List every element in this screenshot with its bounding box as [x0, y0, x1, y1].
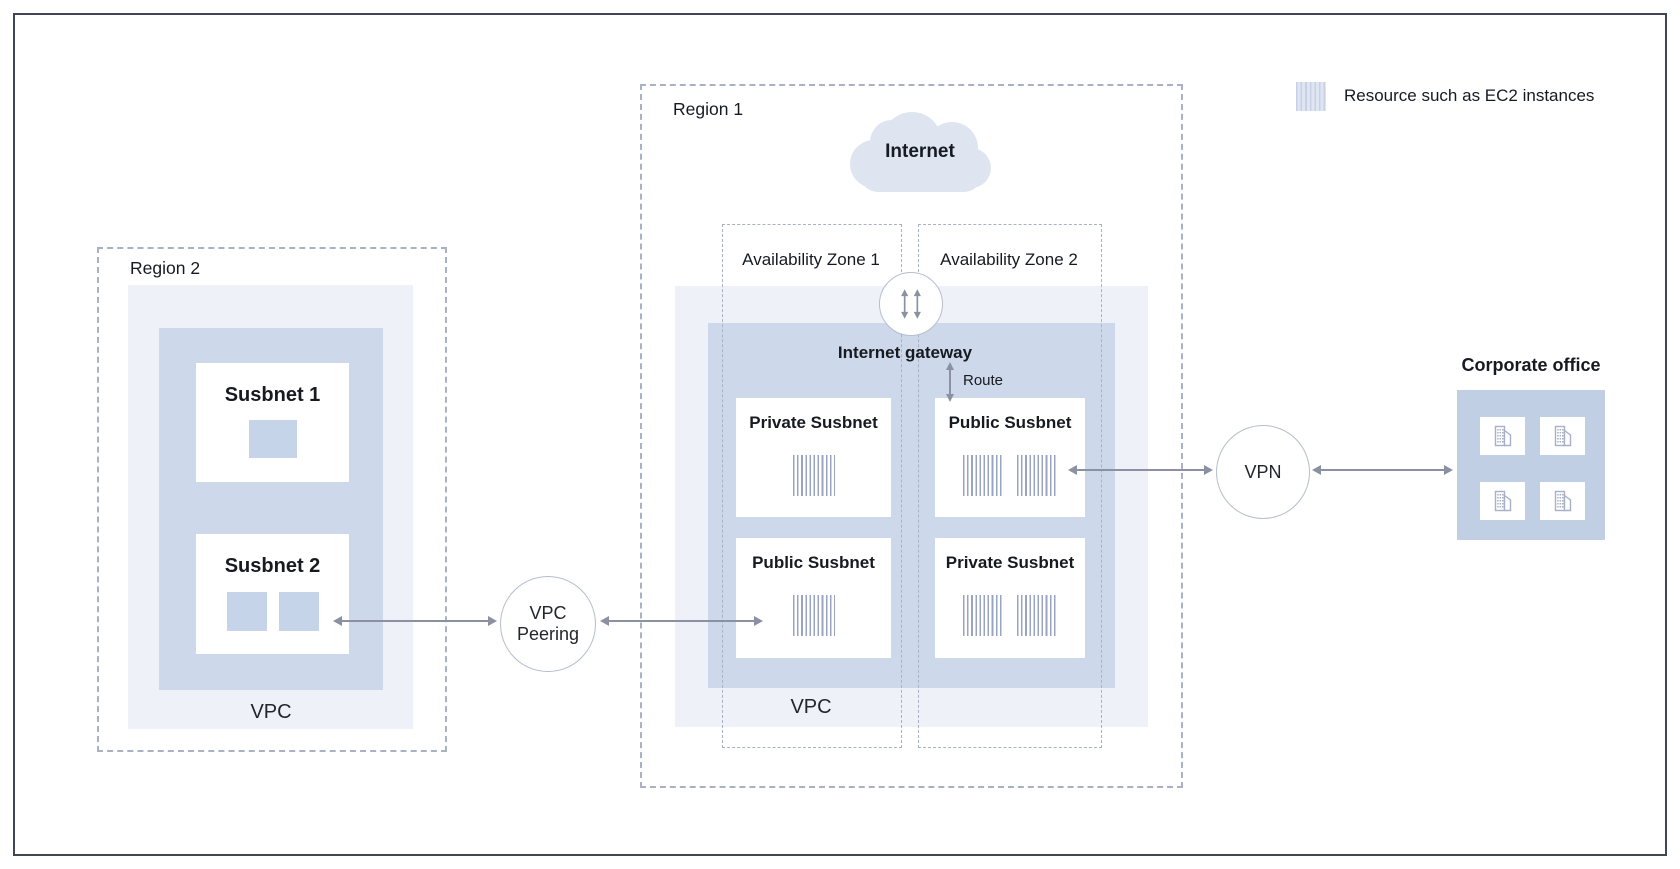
subnet-2-resources [226, 592, 319, 631]
subnet-public-az2-resources [963, 455, 1057, 496]
availability-zone-1-label: Availability Zone 1 [742, 250, 880, 269]
subnet-1-resources [248, 420, 297, 458]
vpn-node: VPN [1216, 425, 1310, 519]
resource-icon [248, 420, 297, 458]
subnet-public-az1-title: Public Susbnet [752, 553, 875, 572]
region-1-boundary [640, 84, 1183, 788]
internet-cloud-icon [840, 106, 1000, 200]
subnet-private-az1-resources [792, 455, 835, 496]
subnet-private-az1-title: Private Susbnet [749, 413, 878, 432]
subnet-public-az2-title: Public Susbnet [948, 413, 1072, 432]
resource-icon [792, 455, 835, 496]
resource-icon [963, 595, 1003, 636]
office-tile [1540, 417, 1585, 455]
resource-icon [1017, 455, 1057, 496]
resource-swatch-icon [1296, 82, 1326, 111]
subnet-public-az1: Public Susbnet [736, 538, 891, 658]
internet-gateway-label: Internet gateway [837, 343, 973, 362]
corporate-office-box [1457, 390, 1605, 540]
office-tile [1480, 417, 1525, 455]
subnet-private-az2-resources [963, 595, 1057, 636]
subnet-public-az2: Public Susbnet [935, 398, 1085, 517]
arrow-public-subnet-to-vpn [1068, 464, 1213, 476]
subnet-2-title: Susbnet 2 [224, 555, 321, 577]
availability-zone-1-boundary [722, 224, 902, 748]
region-2-label: Region 2 [130, 258, 201, 278]
resource-icon [963, 455, 1003, 496]
arrow-subnet2-to-vpc-peering [333, 615, 497, 627]
region-1-label: Region 1 [673, 99, 744, 119]
region2-vpc-label: VPC [250, 701, 292, 723]
internet-gateway-icon [901, 289, 921, 319]
vpc-peering-label-line1: VPC [529, 603, 567, 623]
corporate-office-label: Corporate office [1461, 355, 1601, 375]
vpc-peering-node: VPC Peering [500, 576, 596, 672]
region1-vpc-label: VPC [790, 696, 832, 718]
internet-label: Internet [885, 141, 955, 162]
arrow-vpc-peering-to-public-subnet [600, 615, 763, 627]
internet-gateway-node [879, 272, 943, 336]
building-icon [1554, 490, 1571, 512]
resource-icon [792, 595, 835, 636]
legend-label: Resource such as EC2 instances [1344, 86, 1595, 105]
arrow-vpn-to-corporate-office [1312, 464, 1453, 476]
building-icon [1494, 425, 1511, 447]
resource-icon [1017, 595, 1057, 636]
availability-zone-2-boundary [918, 224, 1102, 748]
vpc-peering-label-line2: Peering [516, 624, 580, 644]
resource-icon [278, 592, 319, 631]
resource-icon [226, 592, 267, 631]
office-tile [1480, 482, 1525, 520]
route-arrow [944, 362, 956, 402]
region-2-boundary [97, 247, 447, 752]
subnet-private-az2: Private Susbnet [935, 538, 1085, 658]
subnet-private-az1: Private Susbnet [736, 398, 891, 517]
route-label: Route [963, 372, 1004, 389]
subnet-public-az1-resources [792, 595, 835, 636]
subnet-1-card: Susbnet 1 [196, 363, 349, 482]
subnet-2-card: Susbnet 2 [196, 534, 349, 654]
vpn-label: VPN [1244, 461, 1282, 482]
office-tile [1540, 482, 1585, 520]
subnet-private-az2-title: Private Susbnet [945, 553, 1075, 572]
diagram-frame [13, 13, 1667, 856]
building-icon [1494, 490, 1511, 512]
building-icon [1554, 425, 1571, 447]
subnet-1-title: Susbnet 1 [224, 384, 321, 406]
availability-zone-2-label: Availability Zone 2 [940, 250, 1078, 269]
